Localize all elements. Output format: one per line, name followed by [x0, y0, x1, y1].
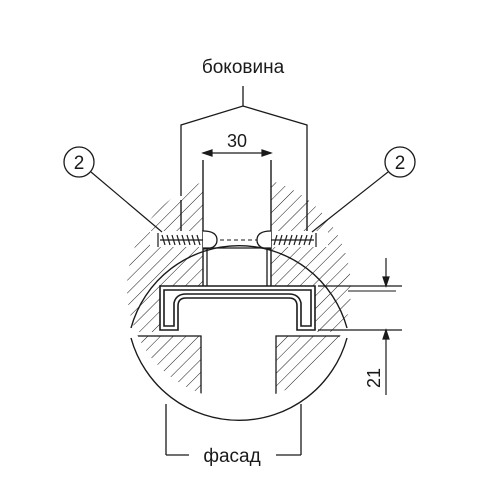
callout-right — [311, 146, 416, 233]
tube-ends — [202, 230, 272, 250]
insert-tube — [203, 247, 271, 286]
side-panel-label: боковина — [202, 57, 285, 78]
metal-profile — [159, 285, 316, 331]
callout-left — [63, 146, 163, 233]
gap-dimension-value: 21 — [364, 368, 384, 388]
screw-left — [157, 233, 215, 247]
width-dimension — [201, 149, 273, 157]
side-panel-leader — [180, 86, 308, 200]
gap-dimension — [318, 258, 402, 395]
detail-circle — [130, 244, 348, 422]
facade-block-left — [127, 335, 202, 400]
channel-walls — [180, 160, 308, 286]
callout-right-number: 2 — [395, 153, 406, 174]
facade-label: фасад — [203, 446, 260, 467]
callout-left-number: 2 — [74, 153, 85, 174]
facade-leader — [165, 404, 302, 456]
width-dimension-value: 30 — [227, 131, 247, 151]
